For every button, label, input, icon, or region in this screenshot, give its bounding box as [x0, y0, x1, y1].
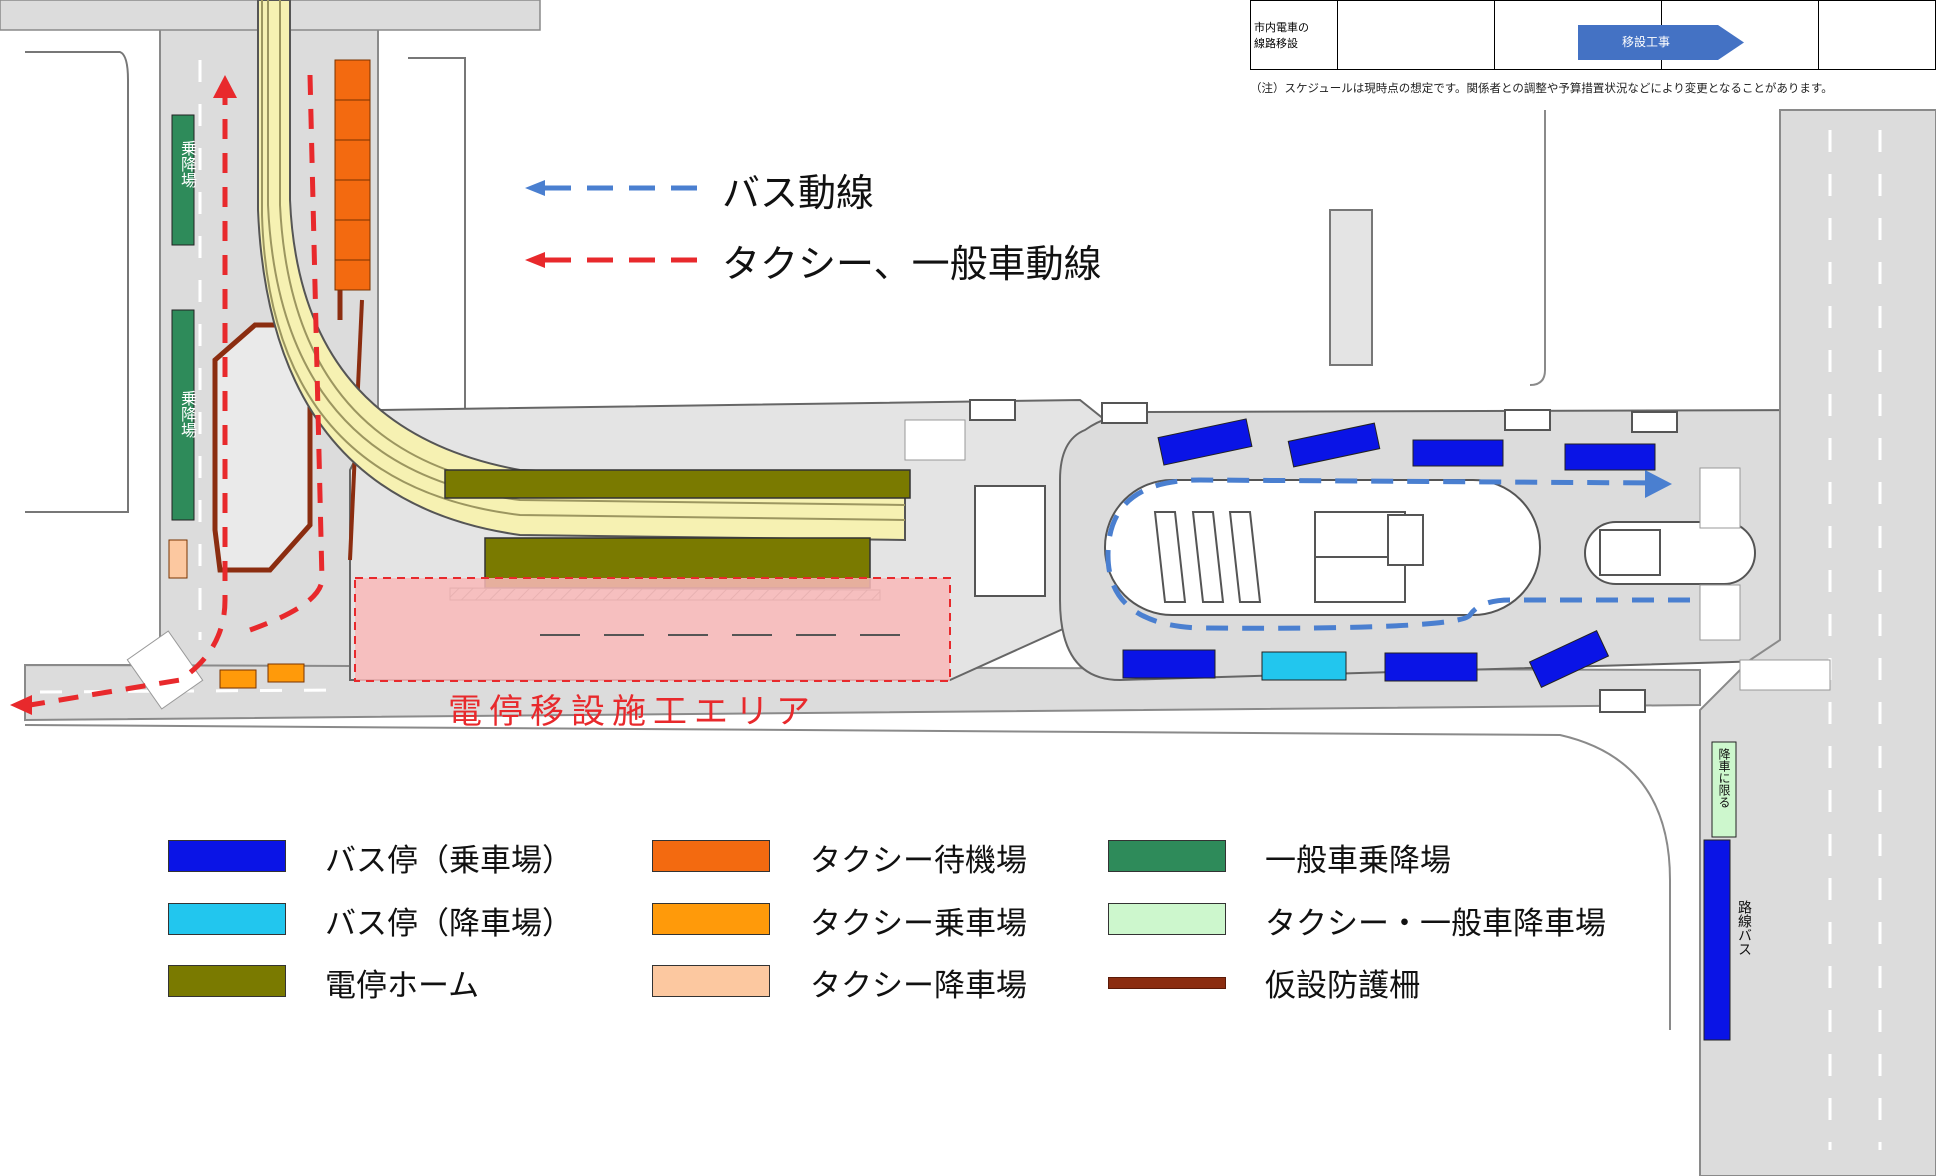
bus-stop-alighting [1261, 651, 1347, 681]
boarding-area-label: 乗降場 [178, 140, 197, 188]
bus-flow-label: バス動線 [722, 171, 875, 215]
route-bus-stop [1703, 839, 1731, 1041]
legend-swatch-taxi-dropoff [652, 965, 770, 997]
legend-swatch-bus-boarding [168, 840, 286, 872]
schedule-cell [1818, 0, 1936, 70]
map-lower-blank [25, 740, 1545, 1170]
work-area-label: 電停移設施工エリア [448, 692, 817, 732]
boarding-area-label: 乗降場 [178, 390, 197, 438]
road-area [1699, 109, 1936, 1176]
legend-label: バス停（降車場） [325, 906, 573, 942]
legend-swatch-taxi-waiting [652, 840, 770, 872]
road-edge [24, 724, 1671, 1030]
legend-swatch-bus-alighting [168, 903, 286, 935]
taxi-flow-path [29, 85, 228, 708]
general-vehicle-boarding [171, 309, 195, 521]
schedule-bar-shape [1578, 25, 1744, 60]
median [1329, 209, 1373, 366]
city-block-outline [25, 51, 129, 513]
dropoff-only-label: 降車に限る [1717, 748, 1731, 808]
road-edge [1529, 110, 1546, 386]
schedule-cell [1337, 0, 1495, 70]
taxi-flow-label: タクシー、一般車動線 [722, 242, 1102, 286]
legend-label: タクシー待機場 [810, 843, 1027, 879]
legend-label: 仮設防護柵 [1265, 968, 1420, 1004]
schedule-note: （注）スケジュールは現時点の想定です。関係者との調整や予算措置状況などにより変更… [1250, 81, 1833, 95]
taxi-flow-path [249, 74, 325, 633]
route-bus-label: 路線バス [1736, 900, 1752, 956]
legend-label: 電停ホーム [325, 968, 480, 1004]
taxi-waiting-area [334, 59, 371, 291]
taxi-flow-arrowhead [213, 75, 237, 98]
schedule-bar-label: 移設工事 [1621, 35, 1670, 49]
legend-swatch-taxi-boarding [652, 903, 770, 935]
general-vehicle-boarding [171, 114, 195, 246]
dropoff-only-area [1711, 741, 1737, 838]
small-structure [969, 399, 1678, 713]
legend-swatch-tram-platform [168, 965, 286, 997]
legend-label: 一般車乗降場 [1265, 843, 1451, 879]
legend-label: タクシー乗車場 [810, 906, 1027, 942]
bus-flow-legend-arrow [525, 180, 545, 196]
taxi-dropoff-area [168, 539, 188, 579]
taxi-boarding-area [219, 669, 257, 689]
schedule-row-label: 市内電車の 線路移設 [1250, 0, 1338, 70]
schedule-bar: 移設工事 [1578, 25, 1744, 60]
bus-flow-arrowhead [1645, 470, 1672, 498]
taxi-flow-legend-arrow [525, 252, 545, 268]
crosswalk [126, 419, 1831, 710]
parking-stalls [1153, 511, 1406, 603]
bus-island [1104, 479, 1541, 616]
legend-swatch-guard-fence [1108, 977, 1226, 989]
tram-platform [444, 469, 911, 499]
lane-markings [39, 60, 1882, 1150]
taxi-boarding-area [267, 663, 305, 683]
legend-swatch-general-boarding [1108, 840, 1226, 872]
legend-swatch-dropoff [1108, 903, 1226, 935]
bus-stop-boarding [1122, 418, 1656, 688]
taxi-flow-arrowhead [10, 695, 32, 715]
legend-label: タクシー降車場 [810, 968, 1027, 1004]
work-area [354, 577, 951, 682]
bus-flow-path [1105, 477, 1690, 631]
legend-label: タクシー・一般車降車場 [1265, 906, 1606, 942]
legend-label: バス停（乗車場） [325, 843, 573, 879]
